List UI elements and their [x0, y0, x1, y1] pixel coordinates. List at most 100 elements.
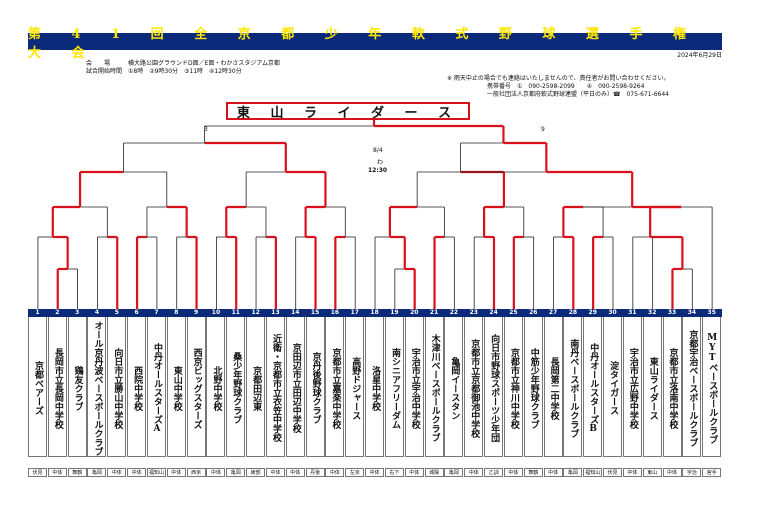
team-number: 4	[94, 309, 100, 316]
team-name: 北野中学校	[206, 317, 226, 457]
team-name: 洛星中学校	[365, 317, 385, 457]
team-name: 中丹オールスターズA	[146, 317, 166, 457]
team-area: 中体	[107, 468, 127, 477]
time-label: 試合開始時間	[86, 68, 123, 75]
team-number: 31	[628, 309, 637, 316]
team-area: 中体	[166, 468, 186, 477]
team-area: 城陽	[424, 468, 444, 477]
team-number: 17	[350, 309, 359, 316]
team-number-bar	[28, 309, 722, 317]
team-name: 長岡第二中学校	[543, 317, 563, 457]
team-number: 11	[231, 309, 240, 316]
team-number: 35	[707, 309, 716, 316]
team-name: 高野ドジャース	[345, 317, 365, 457]
team-area: 伏見	[28, 468, 47, 477]
team-area: 伏見	[603, 468, 623, 477]
team-name: 京田辺市立田辺中学校	[285, 317, 305, 457]
team-area: 舞鶴	[67, 468, 87, 477]
team-number: 5	[114, 309, 119, 316]
team-number: 32	[648, 309, 657, 316]
team-area: 右下	[384, 468, 404, 477]
team-number: 8	[174, 309, 179, 316]
team-name: 京都市立嘉楽中学校	[325, 317, 345, 457]
team-number: 18	[370, 309, 379, 316]
team-number: 34	[687, 309, 697, 316]
team-area: 中体	[662, 468, 682, 477]
team-area: 亀岡	[563, 468, 583, 477]
team-name: 京都市立神川中学校	[503, 317, 523, 457]
team-number: 23	[469, 309, 478, 316]
team-number: 7	[154, 309, 159, 316]
team-area: 中体	[127, 468, 147, 477]
team-area: 中体	[503, 468, 523, 477]
team-area: 宇治	[682, 468, 702, 477]
team-area: 亀岡	[87, 468, 107, 477]
final-date: 8/4	[373, 147, 383, 154]
champion-box: 東 山 ラ イ ダ ー ス	[226, 102, 470, 121]
team-area: 中体	[622, 468, 642, 477]
org-contact: 一般社団法人京都府軟式野球連盟（平日のみ）☎ 075-671-6644	[487, 91, 669, 98]
venue-text: 横大路公園グラウンドD面／E面・わかさスタジアム京都	[128, 60, 280, 67]
team-name: 中筋少年野球クラブ	[523, 317, 543, 457]
team-number: 6	[134, 309, 139, 316]
team-area: 福知山	[583, 468, 603, 477]
team-number: 29	[588, 309, 597, 316]
venue-label: 会 場	[86, 60, 111, 67]
team-number: 33	[667, 309, 677, 316]
team-area: 中体	[285, 468, 305, 477]
team-name: 長岡市立長岡中学校	[47, 317, 67, 457]
team-name: 京丹後野球クラブ	[305, 317, 325, 457]
team-number: 3	[75, 309, 80, 316]
team-number: 28	[568, 309, 578, 316]
event-date: 2024年6月29日	[677, 52, 722, 59]
team-name: 東山中学校	[166, 317, 186, 457]
team-name: 中丹オールスターズB	[583, 317, 603, 457]
team-area: 綾部	[246, 468, 266, 477]
team-name: 南シニアフリーダム	[384, 317, 404, 457]
team-area: 舞鶴	[523, 468, 543, 477]
team-area: 中体	[325, 468, 345, 477]
team-number: 21	[429, 309, 439, 316]
team-name: 東山ライダース	[642, 317, 662, 457]
team-area: 中体	[265, 468, 285, 477]
team-number: 13	[271, 309, 280, 316]
contact-phones: 携帯番号 ① 090-2598-2099 ④ 090-2598-9264	[487, 83, 645, 90]
team-area: 左京	[345, 468, 365, 477]
team-area: 東山	[642, 468, 662, 477]
team-name: 木津川ベースボールクラブ	[424, 317, 444, 457]
team-name: 南丹ベースボールクラブ	[563, 317, 583, 457]
team-name: 淀タイガース	[603, 317, 623, 457]
team-name: 鶏友クラブ	[67, 317, 87, 457]
team-name: 京都田辺東	[246, 317, 266, 457]
team-number: 16	[330, 309, 340, 316]
team-number: 9	[194, 309, 199, 316]
team-name: 京都宇治ベースボールクラブ	[682, 317, 702, 457]
final-score-left: 3	[204, 126, 208, 133]
team-number: 1	[35, 309, 40, 316]
team-name: 西院中学校	[127, 317, 147, 457]
team-area: 乙訓	[484, 468, 504, 477]
team-name: 桑少年野球クラブ	[226, 317, 246, 457]
team-number: 27	[548, 309, 558, 316]
